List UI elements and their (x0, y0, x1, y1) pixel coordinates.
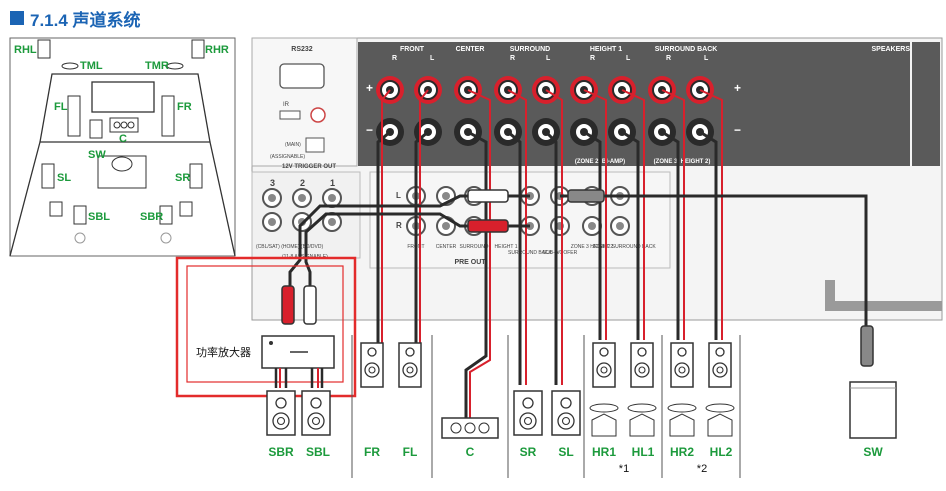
room-label-tml: TML (80, 60, 103, 72)
speaker-labels: SBR SBL FR FL C SR SL HR1 HL1 HR2 HL2 SW (268, 445, 883, 459)
spk-label-hl2: HL2 (710, 445, 733, 459)
room-label-sw: SW (88, 149, 106, 161)
group-front-label: FRONT (400, 46, 425, 53)
assignable-label: (ASSIGNABLE) (270, 154, 305, 160)
speakers-title: SPEAKERS (871, 46, 910, 53)
note-1: *1 (619, 463, 629, 475)
spk-label-c: C (466, 445, 475, 459)
room-label-sbl: SBL (88, 211, 110, 223)
amp-label: 功率放大器 (196, 345, 251, 359)
main-label: (MAIN) (285, 142, 301, 148)
svg-text:L: L (396, 191, 401, 200)
preout-zone2: ZONE 2 SURROUND BACK (592, 244, 656, 250)
preout-surround: SURROUND (460, 244, 489, 250)
spk-label-sbl: SBL (306, 445, 330, 459)
input-num-1: 1 (330, 178, 335, 188)
speaker-row (266, 342, 897, 439)
height1-l-label: L (626, 55, 631, 62)
spk-label-sw: SW (863, 445, 883, 459)
preout-height1: HEIGHT 1 (495, 244, 518, 250)
heading-square-icon (10, 11, 24, 25)
preout-zone3: ZONE 3 HEIGHT 2 (571, 244, 614, 250)
sback-l-label: L (704, 55, 709, 62)
group-center-label: CENTER (456, 46, 485, 53)
svg-text:+: + (734, 81, 741, 95)
input-labels: (CBL/SAT) (HOME) (BD/DVD) (256, 244, 323, 250)
spk-label-sbr: SBR (268, 445, 294, 459)
svg-text:R: R (396, 221, 402, 230)
group-height1-label: HEIGHT 1 (590, 46, 622, 53)
room-label-sbr: SBR (140, 211, 163, 223)
room-label-rhr: RHR (205, 44, 229, 56)
input-num-2: 2 (300, 178, 305, 188)
room-label-sr: SR (175, 172, 190, 184)
spk-label-hr2: HR2 (670, 445, 694, 459)
surround-l-label: L (546, 55, 551, 62)
receiver-back-panel: RS232 IR (MAIN) (ASSIGNABLE) 12V TRIGGER… (251, 37, 943, 321)
ir-label: IR (283, 102, 290, 108)
room-label-tmr: TMR (145, 60, 169, 72)
preout-title: PRE OUT (454, 259, 486, 266)
svg-text:−: − (366, 123, 373, 137)
external-amp-group: 功率放大器 (175, 256, 357, 398)
sback-r-label: R (666, 55, 671, 62)
zone3-label: (ZONE 3/ HEIGHT 2) (654, 159, 711, 165)
room-label-c: C (119, 133, 127, 145)
trigger-label: 12V TRIGGER OUT (282, 164, 336, 170)
room-label-sl: SL (57, 172, 71, 184)
rca-plugs (281, 189, 874, 367)
spk-label-fl: FL (403, 445, 418, 459)
preout-subwoofer: SUB-WOOFER (543, 250, 578, 256)
spk-label-fr: FR (364, 445, 380, 459)
spk-label-sr: SR (520, 445, 537, 459)
heading-title: 7.1.4 声道系统 (30, 10, 141, 30)
note-2: *2 (697, 463, 707, 475)
room-layout: RHL TML TMR RHR FL FR C SW SL SR SBL SBR (9, 37, 236, 257)
height1-r-label: R (590, 55, 595, 62)
room-label-rhl: RHL (14, 44, 37, 56)
preout-center: CENTER (436, 244, 457, 250)
group-surround-label: SURROUND (510, 46, 550, 53)
spk-label-hr1: HR1 (592, 445, 616, 459)
group-surroundback-label: SURROUND BACK (655, 46, 718, 53)
group-dividers (351, 335, 741, 478)
speaker-cables (288, 89, 868, 420)
front-l-label: L (430, 55, 435, 62)
svg-text:+: + (366, 81, 373, 95)
section-heading: 7.1.4 声道系统 (10, 6, 141, 30)
room-label-fl: FL (54, 101, 68, 113)
rs232-label: RS232 (291, 46, 313, 53)
front-r-label: R (392, 55, 397, 62)
input-num-3: 3 (270, 178, 275, 188)
spk-label-hl1: HL1 (632, 445, 655, 459)
preout-sback: SURROUND BACK (508, 250, 553, 256)
surround-r-label: R (510, 55, 515, 62)
svg-text:−: − (734, 123, 741, 137)
room-label-fr: FR (177, 101, 192, 113)
spk-label-sl: SL (558, 445, 573, 459)
